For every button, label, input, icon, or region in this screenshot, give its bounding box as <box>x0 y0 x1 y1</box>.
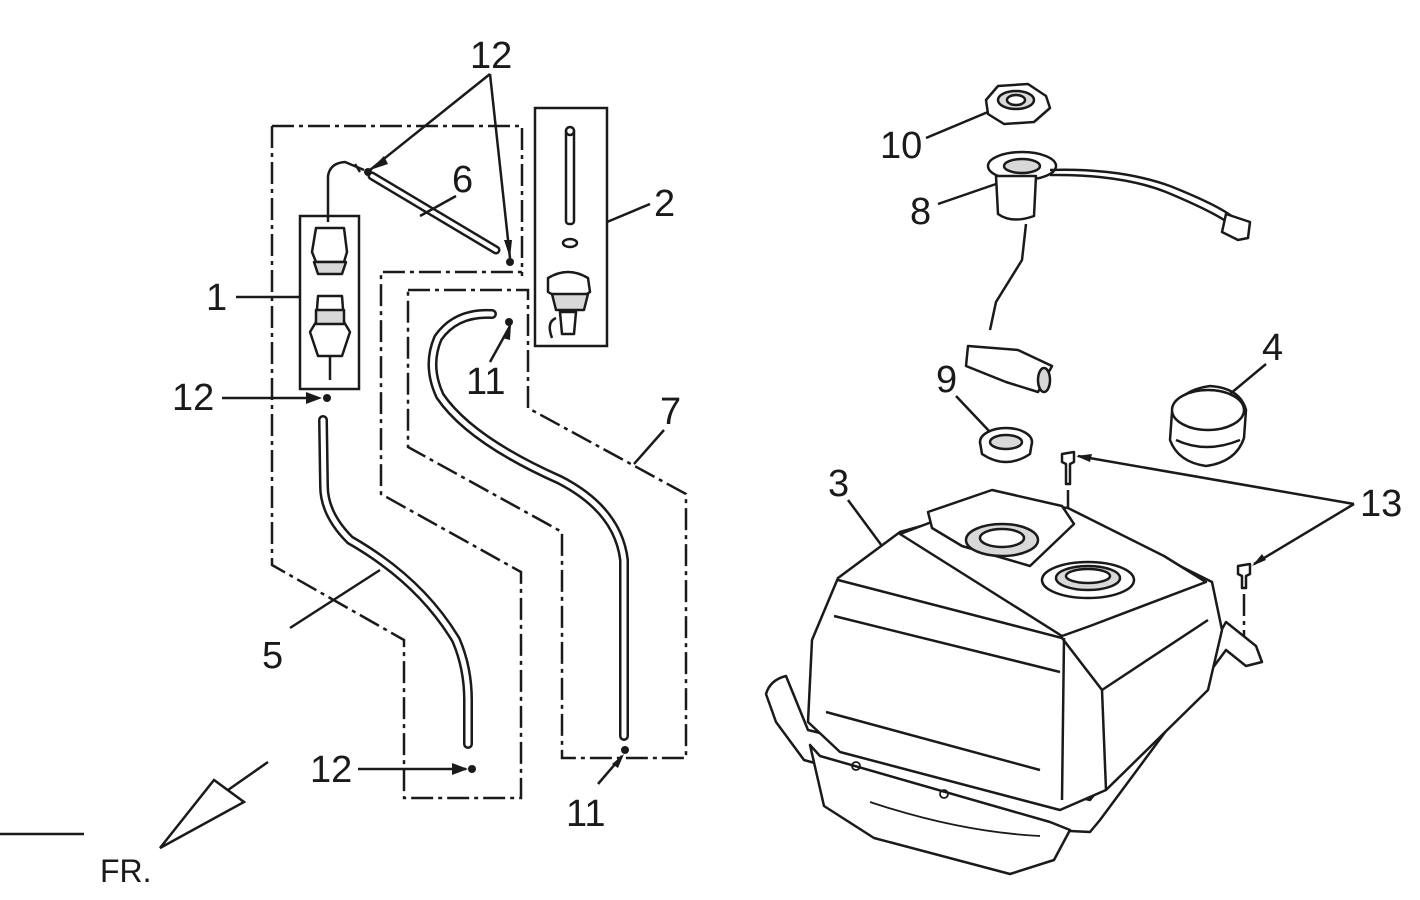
part-number-labels: 12 6 2 1 12 11 7 5 12 11 10 8 9 4 3 13 <box>172 35 1402 835</box>
label-9: 9 <box>936 359 957 401</box>
label-11-upper: 11 <box>466 361 505 403</box>
clip-12-bottom <box>468 765 476 773</box>
part-4-fuel-cap <box>1168 384 1248 468</box>
label-8: 8 <box>910 191 931 233</box>
label-11-bottom: 11 <box>566 793 605 835</box>
label-5: 5 <box>262 635 283 677</box>
part-3-fuel-tank <box>764 488 1264 876</box>
sender-float <box>964 344 1054 394</box>
label-4: 4 <box>1262 327 1283 369</box>
label-6: 6 <box>452 159 473 201</box>
label-12-mid: 12 <box>172 377 214 419</box>
front-direction-indicator: FR. <box>0 760 269 889</box>
front-label: FR. <box>100 853 152 889</box>
leader-lines <box>222 73 1355 785</box>
clip-12-top-right <box>506 258 514 266</box>
valve-oring <box>561 237 579 249</box>
part-10-lock-ring <box>984 82 1052 126</box>
part-1-fuel-filter-assembly <box>298 160 365 391</box>
clip-12-mid <box>323 394 331 402</box>
part-2-group-box <box>533 106 609 348</box>
label-3: 3 <box>828 463 849 505</box>
part-7-long-hose <box>427 308 629 754</box>
label-1: 1 <box>206 277 227 319</box>
filter-top-hose <box>326 160 365 222</box>
part-6-short-hose <box>364 168 514 266</box>
part-9-gasket <box>978 426 1034 464</box>
front-arrow-icon <box>159 778 247 850</box>
label-10: 10 <box>880 125 922 167</box>
label-13: 13 <box>1360 483 1402 525</box>
part-8-fuel-sender <box>964 150 1252 394</box>
valve-rod <box>564 126 576 226</box>
part-1-group-box <box>298 214 361 391</box>
filter-body <box>308 294 352 358</box>
clip-11-top <box>505 318 513 326</box>
label-2: 2 <box>654 183 675 225</box>
part-5-fuel-hose <box>318 394 476 773</box>
sender-connector <box>1220 212 1252 242</box>
label-12-top: 12 <box>470 35 512 77</box>
label-12-bottom: 12 <box>310 749 352 791</box>
filter-cap <box>310 226 349 264</box>
part-13-bolts <box>1060 450 1252 638</box>
label-7: 7 <box>660 391 681 433</box>
part-2-fuel-valve-assembly <box>533 106 609 348</box>
clip-11-bottom <box>621 746 629 754</box>
